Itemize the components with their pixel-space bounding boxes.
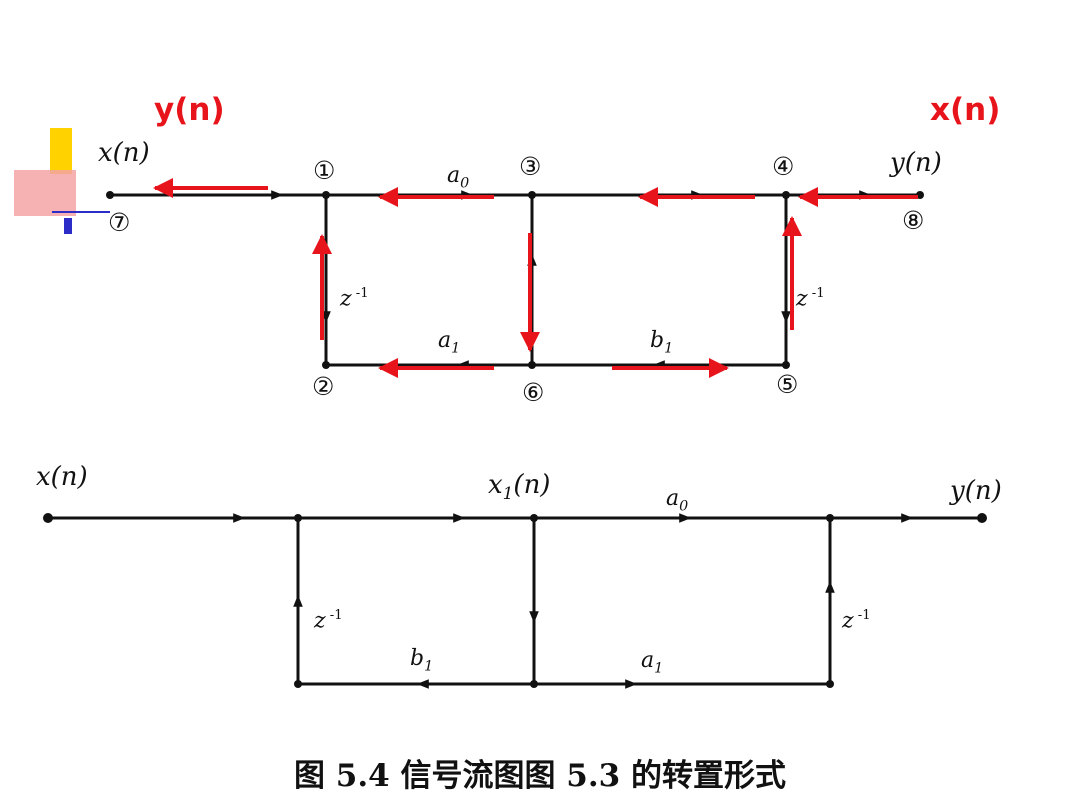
bottom-black-arrows <box>222 513 914 689</box>
top-node-5-dot <box>782 361 790 369</box>
top-black-arrows <box>260 190 872 370</box>
top-output-label: y(n) <box>890 148 942 178</box>
bottom-input-label: x(n) <box>36 462 88 492</box>
top-delay-left: z -1 <box>340 286 369 312</box>
bottom-output-label: y(n) <box>950 476 1002 506</box>
bottom-node-center-bottom <box>530 680 538 688</box>
top-delay-right: z -1 <box>796 286 825 312</box>
top-node-8-label: ⑧ <box>902 206 925 235</box>
slide-accent-decoration <box>14 128 110 234</box>
accent-blue-block <box>64 218 72 234</box>
bottom-node-input <box>43 513 53 523</box>
top-node-2-dot <box>322 361 330 369</box>
bottom-graph <box>48 516 982 686</box>
top-gain-a0: a0 <box>447 163 470 192</box>
top-node-7-dot <box>106 191 114 199</box>
top-node-6-dot <box>528 361 536 369</box>
bottom-node-output <box>977 513 987 523</box>
top-node-5-label: ⑤ <box>776 370 799 399</box>
figure-caption: 图 5.4 信号流图图 5.3 的转置形式 <box>293 758 787 794</box>
bottom-node-right-bottom <box>826 680 834 688</box>
bottom-node-left-top <box>294 514 302 522</box>
top-node-1-dot <box>322 191 330 199</box>
top-nodes <box>106 191 924 369</box>
top-input-label: x(n) <box>98 138 150 168</box>
top-gain-a1: a1 <box>438 328 461 357</box>
top-node-3-label: ③ <box>519 152 542 181</box>
red-output-label: y(n) <box>154 92 225 128</box>
top-node-1-label: ① <box>313 156 336 185</box>
bottom-gain-a1: a1 <box>641 648 664 677</box>
bottom-nodes <box>43 513 987 688</box>
bottom-gain-a0: a0 <box>666 486 689 515</box>
red-input-label: x(n) <box>930 92 1001 128</box>
bottom-delay-right: z -1 <box>842 608 871 634</box>
top-graph <box>110 193 920 367</box>
top-node-4-dot <box>782 191 790 199</box>
bottom-mid-label: x1(n) <box>488 470 551 504</box>
bottom-delay-left: z -1 <box>314 608 343 634</box>
top-node-7-label: ⑦ <box>108 208 131 237</box>
bottom-node-left-bottom <box>294 680 302 688</box>
accent-yellow-block <box>50 128 72 174</box>
top-gain-b1: b1 <box>650 328 674 357</box>
bottom-node-right-top <box>826 514 834 522</box>
top-node-6-label: ⑥ <box>522 378 545 407</box>
bottom-gain-b1: b1 <box>410 646 434 675</box>
top-node-3-dot <box>528 191 536 199</box>
bottom-node-x1 <box>530 514 538 522</box>
top-node-4-label: ④ <box>772 152 795 181</box>
red-transpose-arrows <box>153 178 918 378</box>
accent-fade-block <box>14 170 76 216</box>
top-node-2-label: ② <box>312 372 335 401</box>
